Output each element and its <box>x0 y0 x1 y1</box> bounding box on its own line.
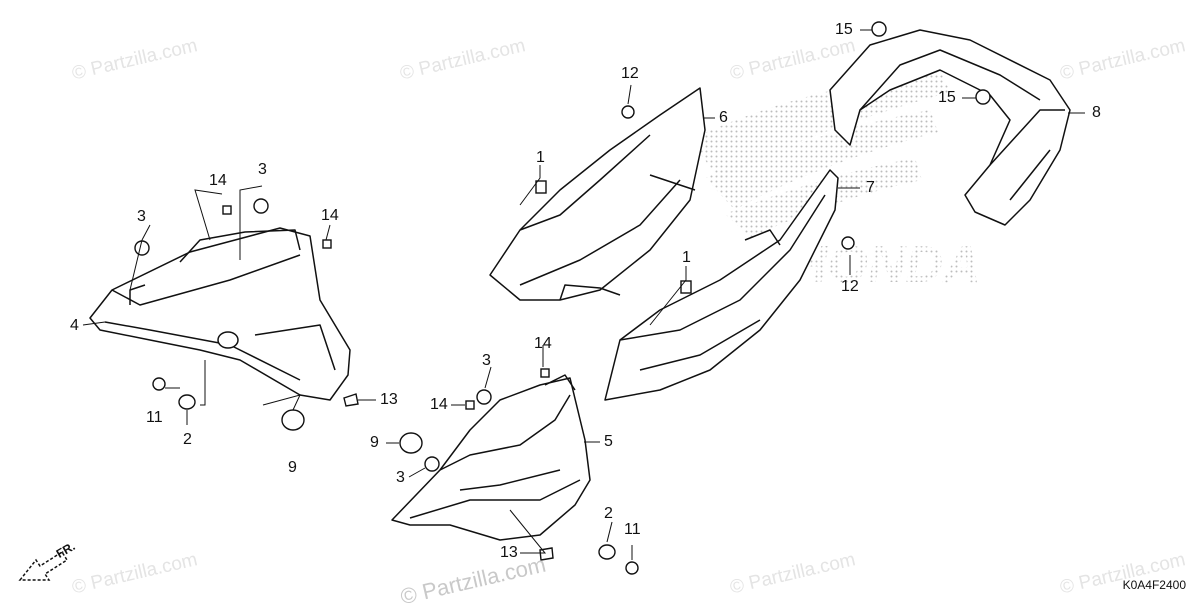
clip-part-1 <box>680 280 692 294</box>
bolt-part-12 <box>841 236 855 250</box>
side-cover-part-5 <box>391 374 591 541</box>
callout-13: 13 <box>380 391 398 408</box>
front-direction-arrow <box>18 550 69 581</box>
rubber-part-2 <box>178 394 196 410</box>
side-cover-part-6 <box>489 87 706 301</box>
callout-9: 9 <box>370 434 379 451</box>
rubber-part-2 <box>598 544 616 560</box>
callout-14: 14 <box>430 396 448 413</box>
small-parts <box>134 21 991 575</box>
callout-15: 15 <box>938 89 956 106</box>
grommet-part-3 <box>424 456 440 472</box>
leader-lines <box>82 29 1085 560</box>
callout-11: 11 <box>146 409 163 426</box>
callout-4: 4 <box>70 317 79 334</box>
callout-5: 5 <box>604 433 613 450</box>
diagram-code: K0A4F2400 <box>1122 578 1186 592</box>
side-cover-part-4 <box>89 227 351 401</box>
callout-15: 15 <box>835 21 853 38</box>
grommet-part-15 <box>975 89 991 105</box>
callout-11: 11 <box>624 521 641 538</box>
damper-part-9 <box>281 409 305 431</box>
callout-6: 6 <box>719 109 728 126</box>
damper-part-9 <box>399 432 423 454</box>
callout-12: 12 <box>621 65 639 82</box>
grommet-part-3 <box>134 240 150 256</box>
side-cover-part-7 <box>604 169 839 401</box>
callout-3: 3 <box>258 161 267 178</box>
bolt-part-12 <box>621 105 635 119</box>
callout-2: 2 <box>183 431 192 448</box>
callout-8: 8 <box>1092 104 1101 121</box>
callout-2: 2 <box>604 505 613 522</box>
callout-1: 1 <box>682 249 691 266</box>
callout-9: 9 <box>288 459 297 476</box>
callout-14: 14 <box>534 335 552 352</box>
callout-1: 1 <box>536 149 545 166</box>
clip-part-14 <box>465 400 475 410</box>
callout-3: 3 <box>482 352 491 369</box>
callout-7: 7 <box>866 179 875 196</box>
callout-14: 14 <box>321 207 339 224</box>
grommet-part-3 <box>476 389 492 405</box>
clip-part-14 <box>540 368 550 378</box>
callout-13: 13 <box>500 544 518 561</box>
rear-cover-part-8 <box>829 29 1071 226</box>
honda-logo-text: HONDA <box>790 236 981 294</box>
callout-14: 14 <box>209 172 227 189</box>
bolt-part-13 <box>343 393 359 407</box>
grommet-part-15 <box>871 21 887 37</box>
bolt-part-11 <box>152 377 166 391</box>
clip-part-14 <box>322 239 332 249</box>
bolt-part-11 <box>625 561 639 575</box>
clip-part-14 <box>222 205 232 215</box>
clip-part-1 <box>535 180 547 194</box>
callout-3: 3 <box>137 208 146 225</box>
callout-12: 12 <box>841 278 859 295</box>
callout-3: 3 <box>396 469 405 486</box>
grommet-part-3 <box>253 198 269 214</box>
